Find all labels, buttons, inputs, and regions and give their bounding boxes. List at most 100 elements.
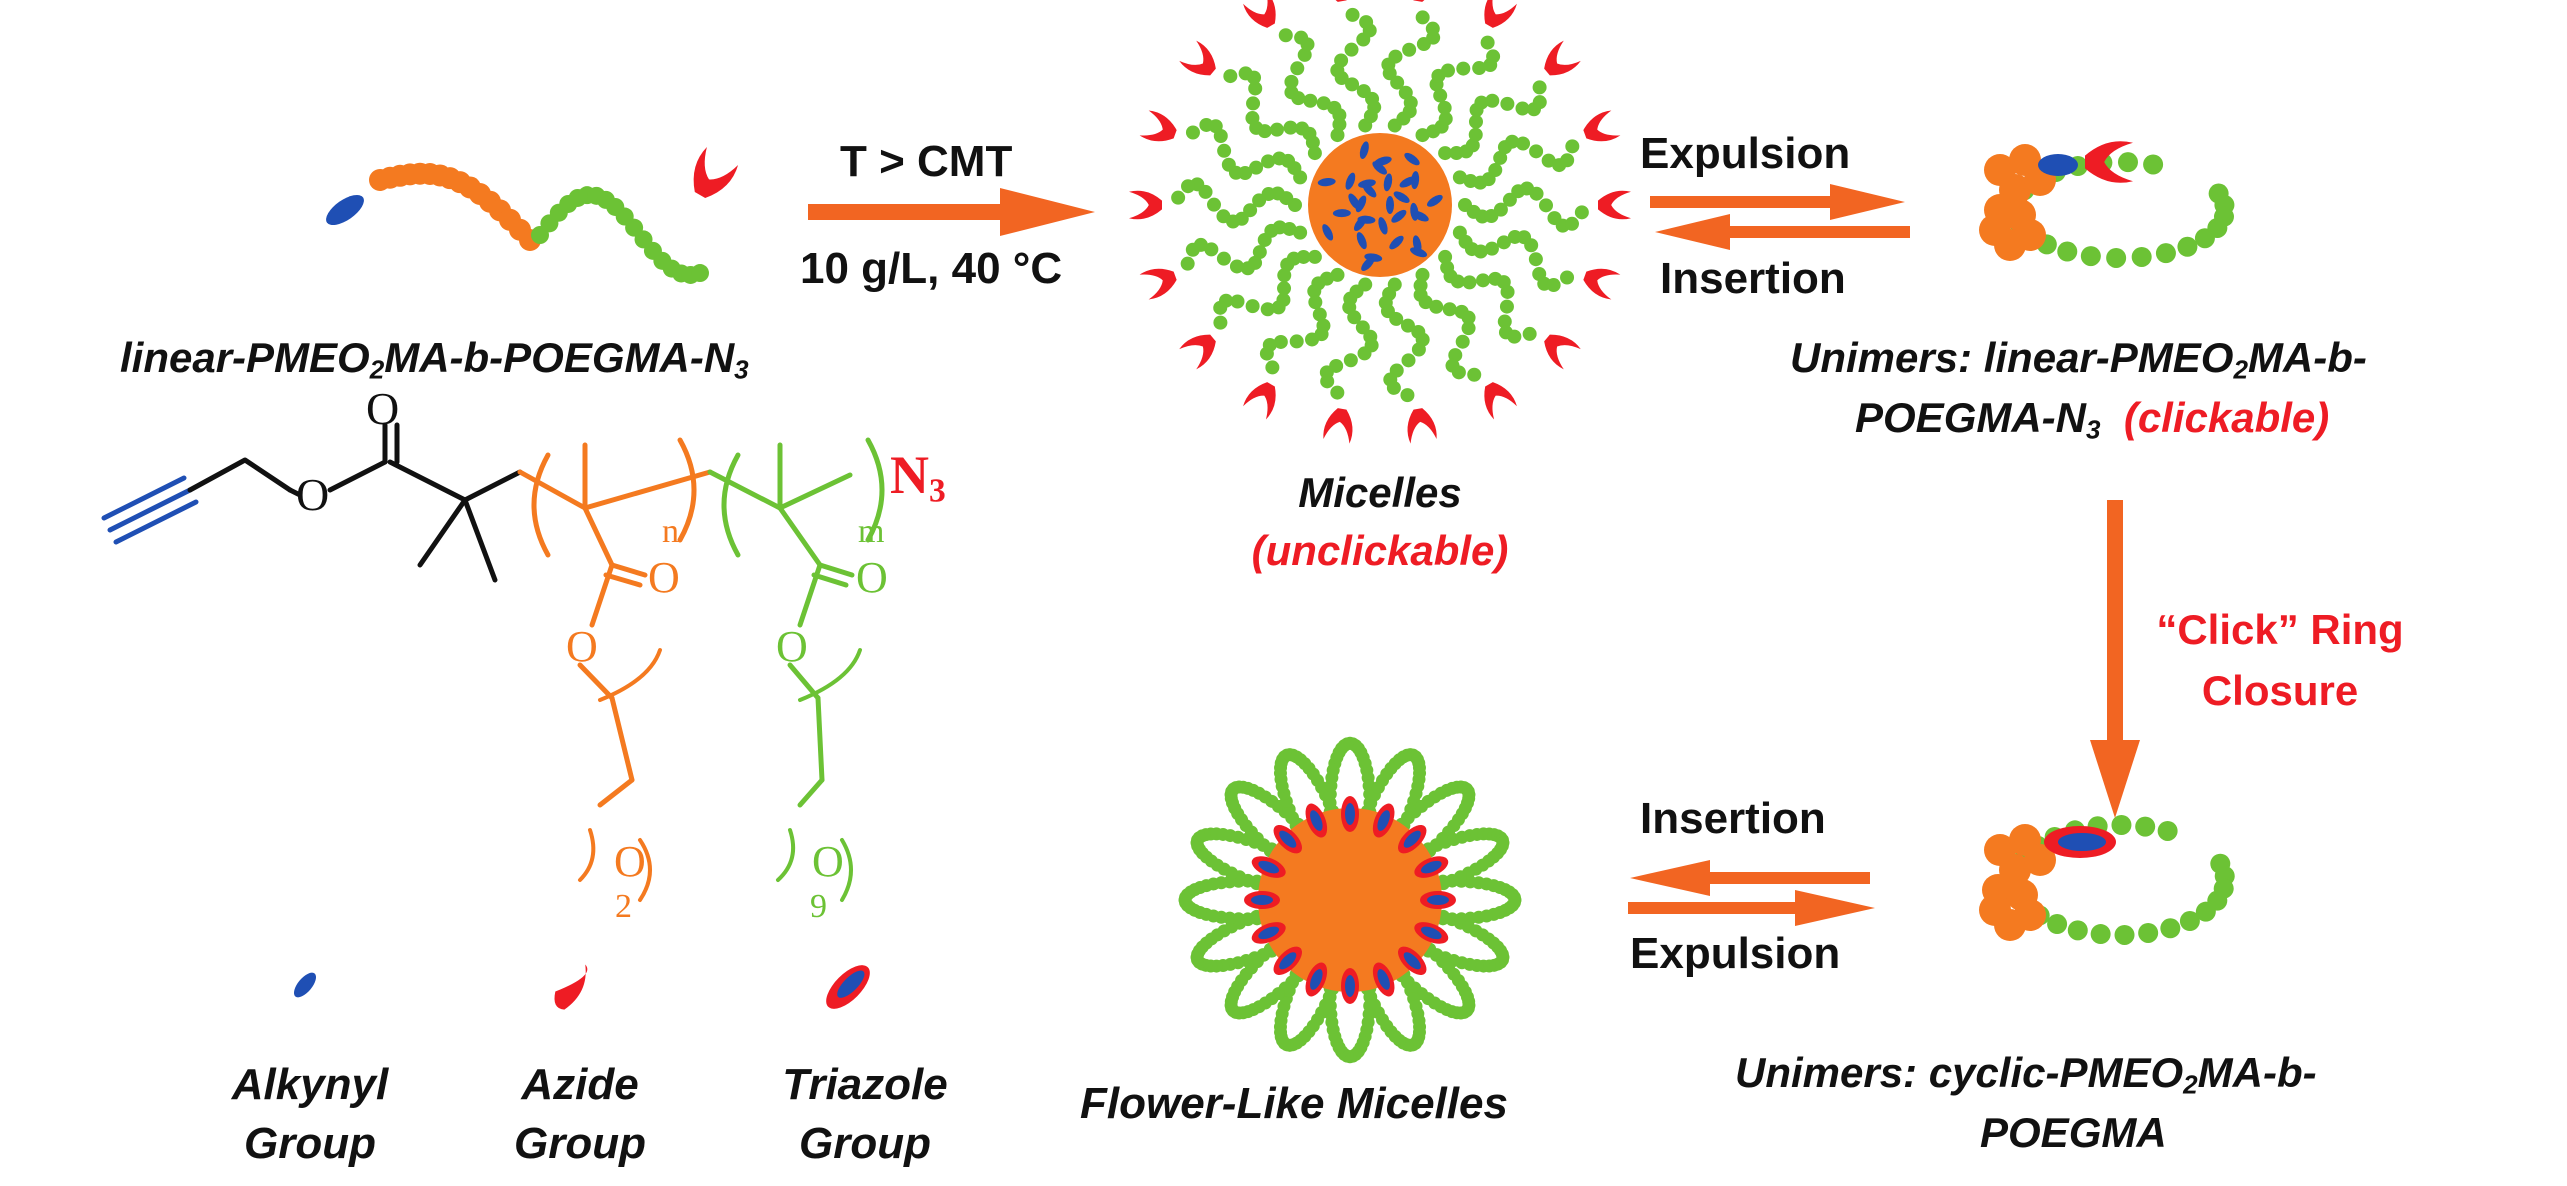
poegma-bead — [1476, 273, 1491, 288]
poegma-bead — [1401, 353, 1416, 368]
poegma-bead — [2080, 246, 2101, 267]
poegma-bead — [1277, 268, 1292, 283]
poegma-bead — [1461, 321, 1476, 336]
poegma-bead — [1207, 197, 1222, 212]
flower-triazole-inner — [1345, 975, 1355, 997]
click-ring-closure-label: “Click” Ring Closure — [2156, 606, 2404, 714]
azide-end — [1407, 408, 1437, 444]
poegma-bead — [1305, 332, 1320, 347]
poegma-bead — [1216, 251, 1231, 266]
alkyne-end — [326, 194, 364, 226]
azide-end — [693, 147, 739, 198]
poegma-bead — [1461, 310, 1476, 325]
azide-end — [1407, 0, 1437, 2]
poegma-bead — [1532, 80, 1547, 95]
poegma-bead — [1345, 7, 1360, 22]
poegma-bead — [1199, 117, 1214, 132]
micelles-label: Micelles — [1298, 469, 1462, 516]
poegma-bead — [2143, 154, 2164, 175]
flower-triazole-inner — [1403, 952, 1421, 970]
poegma-bead — [1269, 122, 1284, 137]
label-repeat-n: n — [662, 513, 679, 550]
poegma-bead — [1493, 150, 1508, 165]
azide-shape — [1583, 268, 1621, 300]
poegma-bead — [1438, 146, 1453, 161]
azide-end — [1484, 382, 1517, 420]
poegma-bead — [1411, 342, 1426, 357]
poegma-bead — [1442, 302, 1457, 317]
poegma-bead — [1307, 249, 1322, 264]
core-alkyne — [1364, 253, 1383, 262]
poegma-bead — [1316, 96, 1331, 111]
poegma-bead — [1307, 284, 1322, 299]
arrow-insertion-top — [1655, 214, 1910, 250]
poegma-bead — [1297, 47, 1312, 62]
pmeo2ma-bead — [2024, 844, 2056, 876]
azide-end — [1544, 334, 1581, 370]
poegma-bead — [1180, 256, 1195, 271]
azide-shape — [1243, 0, 1276, 28]
flower-triazole-inner — [1258, 860, 1280, 874]
poegma-bead — [1303, 93, 1318, 108]
legend-alkynyl-glyph — [293, 972, 317, 998]
poegma-bead — [1400, 388, 1415, 403]
poegma-bead — [1278, 28, 1293, 43]
poegma-bead — [1272, 151, 1287, 166]
arrow-expulsion-top — [1650, 184, 1905, 220]
poegma-bead — [1493, 202, 1508, 217]
azide-shape — [1179, 40, 1216, 76]
poegma-bead — [1295, 121, 1310, 136]
azide-shape — [1139, 268, 1177, 300]
poegma-bead — [2090, 924, 2111, 945]
poegma-bead — [1468, 114, 1483, 129]
azide-end — [1598, 190, 1631, 220]
arrow-heating — [808, 188, 1095, 236]
poegma-bead — [2138, 922, 2159, 943]
poegma-bead — [1473, 244, 1488, 259]
poegma-bead — [1433, 88, 1448, 103]
poegma-bead — [1400, 318, 1415, 333]
linear-polymer-cartoon — [326, 147, 739, 284]
atom-ester-o: O — [296, 469, 330, 520]
poegma-bead — [2114, 924, 2135, 945]
poegma-bead — [1345, 77, 1360, 92]
alkyne-end — [2038, 154, 2078, 176]
poegma-bead — [1243, 203, 1258, 218]
poegma-bead — [1252, 245, 1267, 260]
poegma-bead — [1213, 300, 1228, 315]
poegma-bead — [1455, 334, 1470, 349]
poegma-bead — [1474, 95, 1489, 110]
poegma-bead — [1465, 138, 1480, 153]
poegma-bead — [1440, 63, 1455, 78]
core-alkyne — [1412, 235, 1422, 254]
azide-shape — [1484, 0, 1517, 28]
flower-triazole-inner — [1279, 830, 1297, 848]
poegma-bead — [1185, 242, 1200, 257]
poegma-bead — [1238, 66, 1253, 81]
poegma-bead — [1330, 385, 1345, 400]
azide-shape — [1129, 190, 1162, 220]
poegma-bead — [1497, 314, 1512, 329]
poegma-bead — [1529, 144, 1544, 159]
atom-right-o2: O — [776, 622, 808, 671]
poegma-bead — [1437, 100, 1452, 115]
azide-end — [1484, 0, 1517, 28]
poegma-bead — [2067, 920, 2088, 941]
expulsion-bottom-label: Expulsion — [1630, 929, 1841, 978]
arrow1-condition-top: T > CMT — [840, 137, 1013, 186]
core-alkyne — [1391, 209, 1407, 223]
poegma-bead — [1229, 259, 1244, 274]
poegma-bead — [1485, 93, 1500, 108]
poegma-bead — [1271, 300, 1286, 315]
poegma-bead — [1312, 307, 1327, 322]
poegma-bead — [2177, 236, 2198, 257]
label-repeat-m: m — [858, 513, 885, 550]
atom-right-o1: O — [856, 553, 888, 602]
poegma-bead — [1451, 365, 1466, 380]
poegma-bead — [1438, 111, 1453, 126]
poegma-bead — [1402, 42, 1417, 57]
micelle-cartoon — [1129, 0, 1631, 444]
poegma-bead — [1565, 139, 1580, 154]
poegma-bead — [2047, 914, 2068, 935]
poegma-bead — [2106, 247, 2127, 268]
